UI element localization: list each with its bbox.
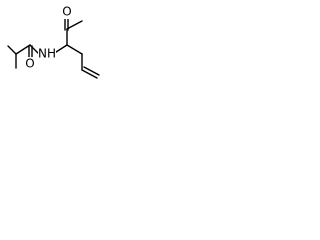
ketone-oxygen-background [60, 6, 73, 19]
bond-vinyl-b [83, 66, 100, 76]
bond-layer [7, 15, 100, 79]
bond-alpha-ch2 [66, 44, 83, 55]
bond-ketone-c-methyl [66, 20, 83, 30]
amide-oxygen-background [24, 57, 37, 70]
structure-svg: O O NH [7, 5, 100, 79]
amide-oxygen-label: O [25, 57, 34, 71]
bond-carbonyl-isopropyl [15, 44, 31, 55]
bond-isopropyl-methyl-a [7, 45, 17, 55]
amide-nitrogen-label: NH [38, 47, 56, 61]
bond-vinyl-a [81, 69, 98, 79]
amide-nitrogen-background [38, 48, 56, 61]
chemical-structure-diagram: O O NH [0, 0, 111, 89]
ketone-oxygen-label: O [62, 5, 71, 19]
